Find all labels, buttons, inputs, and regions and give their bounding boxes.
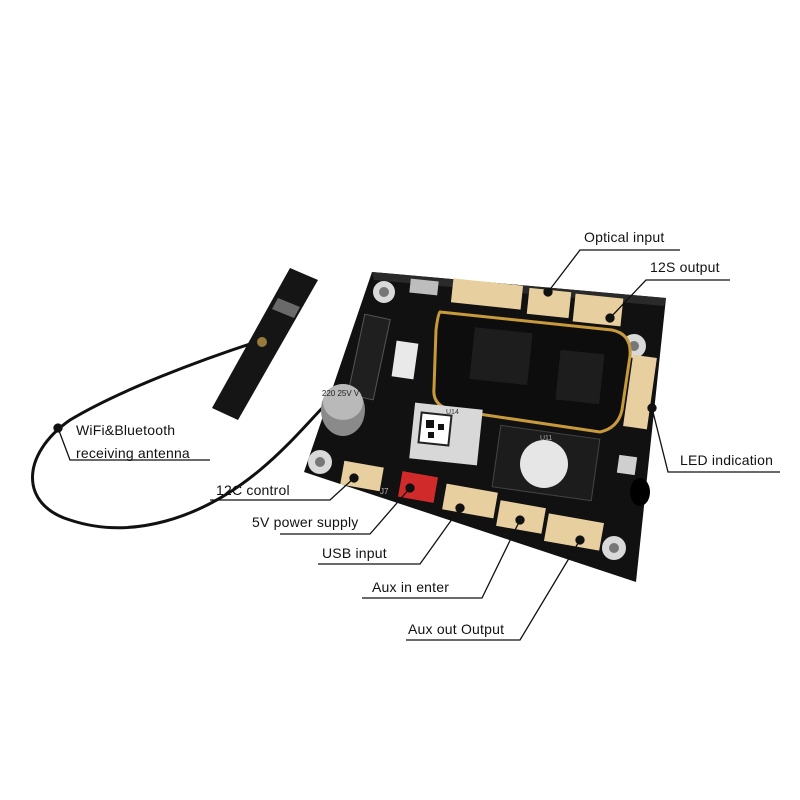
leader-usb <box>318 507 461 565</box>
leader-antenna <box>57 427 210 461</box>
j7-marking: J7 <box>380 487 389 496</box>
capacitor: 220 25V VT <box>321 384 365 436</box>
label-aux-out: Aux out Output <box>408 621 505 637</box>
label-i2c-control: 12C control <box>216 482 290 498</box>
pcb-board: 220 25V VT U14 U11 J7 <box>304 272 666 582</box>
u11-marking: U11 <box>540 435 552 442</box>
leader-i2c <box>210 477 355 501</box>
leader-i2s <box>609 279 730 319</box>
label-led-indication: LED indication <box>680 452 774 468</box>
u14-marking: U14 <box>446 409 459 416</box>
capacitor-marking: 220 25V VT <box>322 389 364 398</box>
label-wifi-bluetooth: WiFi&Bluetooth <box>76 422 176 438</box>
label-i2s-output: 12S output <box>650 259 720 275</box>
antenna-cable <box>31 338 332 530</box>
label-optical-input: Optical input <box>584 229 665 245</box>
leader-power <box>280 487 411 535</box>
main-chip: U11 <box>491 424 601 502</box>
label-usb-input: USB input <box>322 545 387 561</box>
leader-optical <box>547 249 680 293</box>
leader-aux-in <box>362 519 521 599</box>
leader-led <box>651 407 780 473</box>
label-5v-power-supply: 5V power supply <box>252 514 359 530</box>
label-aux-in: Aux in enter <box>372 579 450 595</box>
wifi-module: U14 <box>409 402 483 466</box>
leader-aux-out <box>406 539 581 641</box>
label-receiving-antenna: receiving antenna <box>76 445 190 461</box>
antenna-panel <box>212 268 318 420</box>
